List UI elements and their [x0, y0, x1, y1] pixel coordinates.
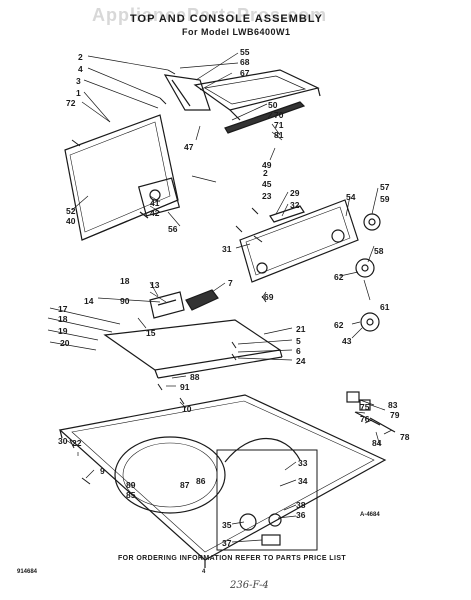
callout-number: 90 [120, 296, 130, 306]
callout-number: 33 [298, 458, 308, 468]
callout-number: 67 [240, 68, 250, 78]
callout-number: 83 [388, 400, 398, 410]
callout-number: 22 [72, 438, 82, 448]
callout-number: 5 [296, 336, 301, 346]
fasteners [69, 69, 267, 485]
callout-number: 86 [196, 476, 206, 486]
callout-number: 2 [263, 168, 268, 178]
callout-number: 43 [342, 336, 352, 346]
callout-number: 38 [296, 500, 306, 510]
callout-number: 20 [60, 338, 70, 348]
small-parts-right [346, 391, 396, 433]
callout-number: 14 [84, 296, 94, 306]
callout-number: 56 [168, 224, 178, 234]
callout-number: 34 [298, 476, 308, 486]
callout-number: 41 [150, 198, 160, 208]
callout-number: 79 [390, 410, 400, 420]
watermark: AppliancePartsPros.com [92, 5, 328, 25]
bracket-part [163, 74, 211, 111]
callout-number: 2 [78, 52, 83, 62]
document-code: 914684 [17, 569, 38, 575]
callout-number: 42 [150, 208, 160, 218]
ordering-footer: FOR ORDERING INFORMATION REFER TO PARTS … [118, 555, 347, 562]
callout-number: 9 [100, 466, 105, 476]
callout-number: 76 [360, 414, 370, 424]
callout-number: 15 [146, 328, 156, 338]
callout-number: 78 [400, 432, 410, 442]
callout-number: 24 [296, 356, 306, 366]
callout-number: 91 [180, 382, 190, 392]
callout-number: 29 [290, 188, 300, 198]
callout-number: 13 [150, 280, 160, 290]
callout-number: 62 [334, 320, 344, 330]
lid-handle [185, 289, 219, 311]
callout-number: 81 [274, 130, 284, 140]
mounting-plate [103, 319, 283, 379]
callout-number: 71 [274, 120, 284, 130]
callout-number: 17 [58, 304, 68, 314]
callout-number: 88 [190, 372, 200, 382]
diagram-code: A-4684 [360, 512, 380, 518]
callout-number: 85 [126, 490, 136, 500]
callout-number: 58 [374, 246, 384, 256]
callout-number: 37 [222, 538, 232, 548]
callout-number: 45 [262, 179, 272, 189]
trim-strip [224, 101, 306, 134]
callout-number: 70 [274, 110, 284, 120]
callout-number: 68 [240, 57, 250, 67]
callout-number: 35 [222, 520, 232, 530]
callout-number: 10 [182, 404, 192, 414]
callout-number: 30 [58, 436, 68, 446]
callout-number: 52 [66, 206, 76, 216]
callout-number: 69 [264, 292, 274, 302]
callout-number: 57 [380, 182, 390, 192]
page-number: 4 [202, 569, 206, 575]
callout-number: 47 [184, 142, 194, 152]
callout-number: 7 [228, 278, 233, 288]
callout-number: 62 [334, 272, 344, 282]
knob-parts [355, 213, 381, 332]
callout-number: 23 [262, 191, 272, 201]
callout-number: 6 [296, 346, 301, 356]
callout-number: 61 [380, 302, 390, 312]
callout-number: 49 [262, 160, 272, 170]
callout-number: 19 [58, 326, 68, 336]
diagram-title: TOP AND CONSOLE ASSEMBLY [130, 13, 323, 25]
callout-number: 1 [76, 88, 81, 98]
callout-number: 89 [126, 480, 136, 490]
callout-number: 50 [268, 100, 278, 110]
callout-number: 55 [240, 47, 250, 57]
switch-assembly [149, 291, 185, 319]
callout-number: 4 [78, 64, 83, 74]
control-panel-back-plate [64, 114, 179, 241]
callout-number: 75 [360, 402, 370, 412]
callout-number: 40 [66, 216, 76, 226]
callout-number: 18 [120, 276, 130, 286]
handwritten-note: 236-F-4 [230, 580, 269, 591]
callout-number: 31 [222, 244, 232, 254]
lid-switch-inset [216, 438, 318, 551]
callout-number: 87 [180, 480, 190, 490]
callout-number: 18 [58, 314, 68, 324]
console-trim-frame [193, 69, 321, 121]
callout-number: 36 [296, 510, 306, 520]
callout-number: 3 [76, 76, 81, 86]
callout-number: 59 [380, 194, 390, 204]
callout-number: 54 [346, 192, 356, 202]
console-main-panel [239, 199, 359, 283]
diagram-subtitle: For Model LWB6400W1 [182, 27, 291, 37]
leader-lines [47, 52, 393, 543]
callout-number: 84 [372, 438, 382, 448]
callout-number: 72 [66, 98, 76, 108]
callout-number: 21 [296, 324, 306, 334]
callout-number: 32 [290, 200, 300, 210]
timer-module [137, 177, 181, 219]
